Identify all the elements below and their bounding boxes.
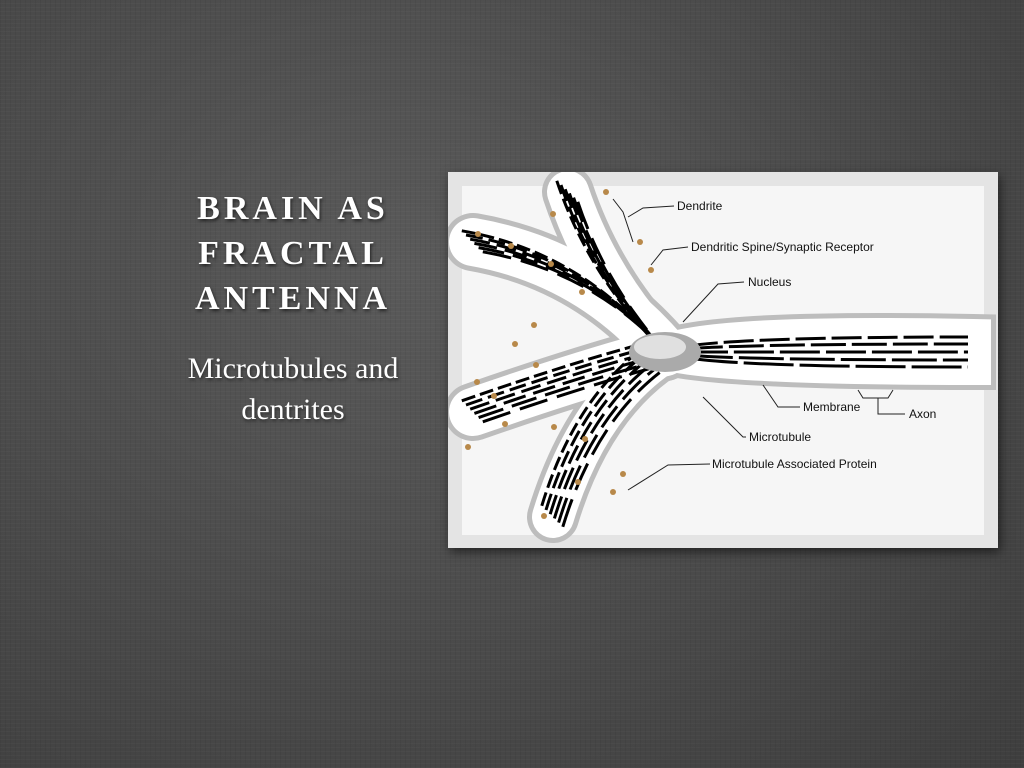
dendritic-spine	[508, 243, 514, 249]
dendritic-spine	[474, 379, 480, 385]
microtubule	[473, 351, 667, 415]
slide-subtitle: Microtubules and dentrites	[140, 348, 446, 430]
microtubule	[552, 352, 668, 519]
title-line: BRAIN AS	[197, 190, 389, 227]
neuron-diagram: Dendrite Dendritic Spine/Synaptic Recept…	[448, 172, 996, 543]
slide-title: BRAIN AS FRACTAL ANTENNA	[140, 186, 446, 321]
dendritic-spine	[550, 211, 556, 217]
neuron-branches	[448, 172, 996, 543]
axon-microtubule	[687, 353, 969, 362]
neuron-diagram-frame: Dendrite Dendritic Spine/Synaptic Recept…	[448, 172, 998, 548]
title-line: ANTENNA	[194, 280, 392, 317]
label-axon: Axon	[909, 407, 936, 421]
dendritic-spine	[582, 436, 588, 442]
label-dendritic-spine: Dendritic Spine/Synaptic Receptor	[691, 240, 874, 254]
axon-microtubule	[687, 335, 969, 348]
dendritic-spine	[491, 393, 497, 399]
microtubule	[544, 343, 659, 511]
label-membrane: Membrane	[803, 400, 861, 414]
dendritic-spine	[475, 231, 481, 237]
dendritic-spine	[620, 471, 626, 477]
dendritic-spine	[648, 267, 654, 273]
dendritic-spine	[579, 289, 585, 295]
microtubule	[557, 356, 672, 524]
dendritic-spine	[551, 424, 557, 430]
axon-microtubule	[687, 342, 969, 351]
label-dendrite: Dendrite	[677, 199, 723, 213]
title-line: FRACTAL	[198, 235, 388, 272]
dendritic-spine	[533, 362, 539, 368]
dendritic-spine	[603, 189, 609, 195]
label-microtubule: Microtubule	[749, 430, 811, 444]
spines	[465, 189, 654, 519]
dendritic-spine	[548, 261, 554, 267]
dendritic-spine	[465, 444, 471, 450]
subtitle-line: dentrites	[241, 393, 345, 426]
dendritic-spine	[541, 513, 547, 519]
dendritic-spine	[502, 421, 508, 427]
label-microtubule-associated-protein: Microtubule Associated Protein	[712, 457, 877, 471]
dendritic-spine	[512, 341, 518, 347]
microtubule	[561, 360, 676, 528]
dendritic-spine	[575, 479, 581, 485]
subtitle-line: Microtubules and	[187, 352, 399, 385]
dendritic-spine	[531, 322, 537, 328]
dendritic-spine	[610, 489, 616, 495]
leader-lines	[612, 198, 905, 491]
label-nucleus: Nucleus	[748, 275, 791, 289]
nucleus-highlight	[634, 335, 686, 359]
dendritic-spine	[637, 239, 643, 245]
axon-microtubule	[687, 356, 969, 369]
